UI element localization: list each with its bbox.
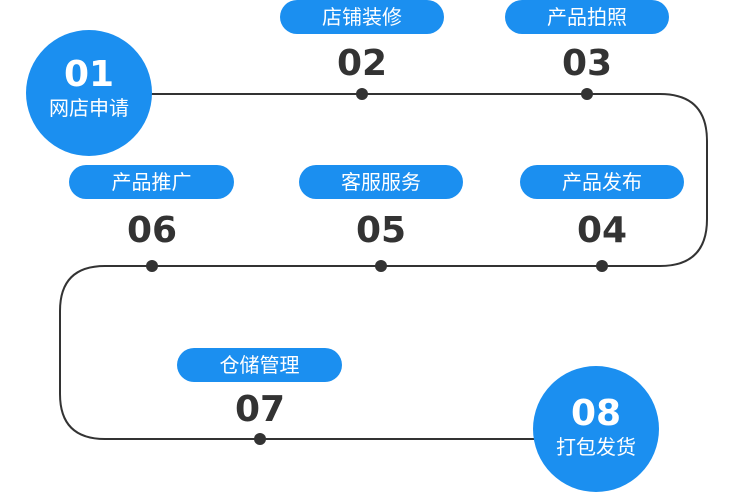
dot-step-03 xyxy=(581,88,593,100)
dot-step-07 xyxy=(254,433,266,445)
dot-step-06 xyxy=(146,260,158,272)
step-03-number: 03 xyxy=(561,43,613,84)
step-02-number: 02 xyxy=(336,43,388,84)
step-07-number: 07 xyxy=(234,389,286,430)
dot-step-02 xyxy=(356,88,368,100)
step-08-number: 08 xyxy=(570,393,622,434)
step-07-label-pill: 仓储管理 xyxy=(177,348,342,382)
step-08-circle: 08 打包发货 xyxy=(533,366,659,492)
step-01-circle: 01 网店申请 xyxy=(26,30,152,156)
step-03-label-pill: 产品拍照 xyxy=(505,0,669,34)
step-05-label-pill: 客服服务 xyxy=(299,165,463,199)
step-01-label: 网店申请 xyxy=(49,96,129,120)
step-01-number: 01 xyxy=(63,54,115,95)
step-08-label: 打包发货 xyxy=(556,435,636,459)
step-04-number: 04 xyxy=(576,210,628,251)
step-06-number: 06 xyxy=(126,210,178,251)
dot-step-05 xyxy=(375,260,387,272)
step-02-label-pill: 店铺装修 xyxy=(280,0,444,34)
step-05-number: 05 xyxy=(355,210,407,251)
step-04-label-pill: 产品发布 xyxy=(520,165,684,199)
step-06-label-pill: 产品推广 xyxy=(69,165,234,199)
dot-step-04 xyxy=(596,260,608,272)
